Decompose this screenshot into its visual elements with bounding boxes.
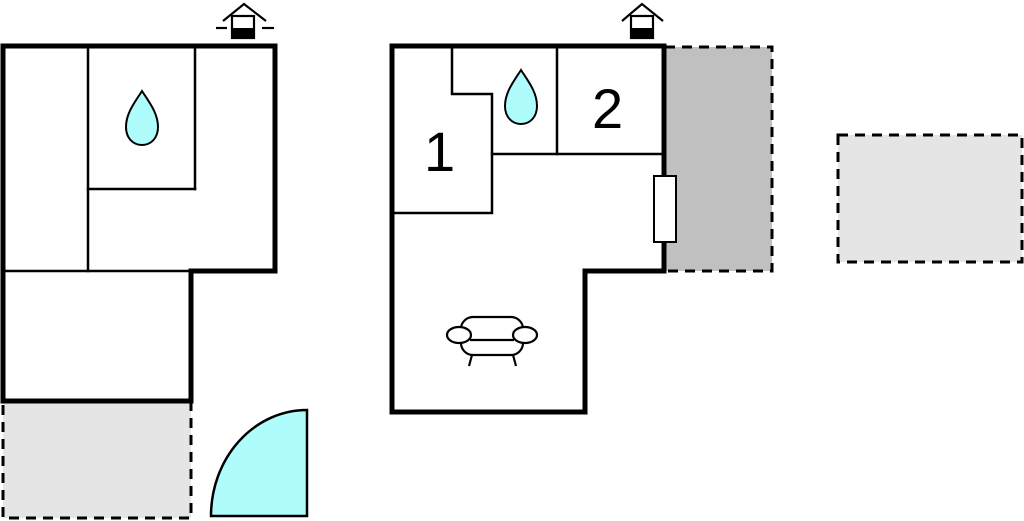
terrace-left-bottom — [1, 400, 193, 520]
right-unit-outer-wall — [389, 43, 667, 415]
pool-quarter-circle — [209, 408, 309, 518]
entrance-icon — [621, 2, 664, 40]
room-1-label: 1 — [424, 120, 455, 183]
terrace-detached — [836, 133, 1024, 264]
terrace-right-side — [663, 45, 774, 273]
water-drop-icon — [503, 68, 539, 126]
left-unit — [0, 2, 278, 520]
water-drop-icon — [124, 89, 160, 147]
left-unit-outer-wall — [0, 43, 278, 404]
window-icon — [653, 175, 677, 243]
wall-room1 — [391, 45, 494, 215]
room-2-label: 2 — [592, 77, 623, 140]
sofa-icon — [445, 315, 539, 367]
right-unit: 1 2 — [389, 2, 774, 415]
entrance-icon — [216, 2, 274, 40]
